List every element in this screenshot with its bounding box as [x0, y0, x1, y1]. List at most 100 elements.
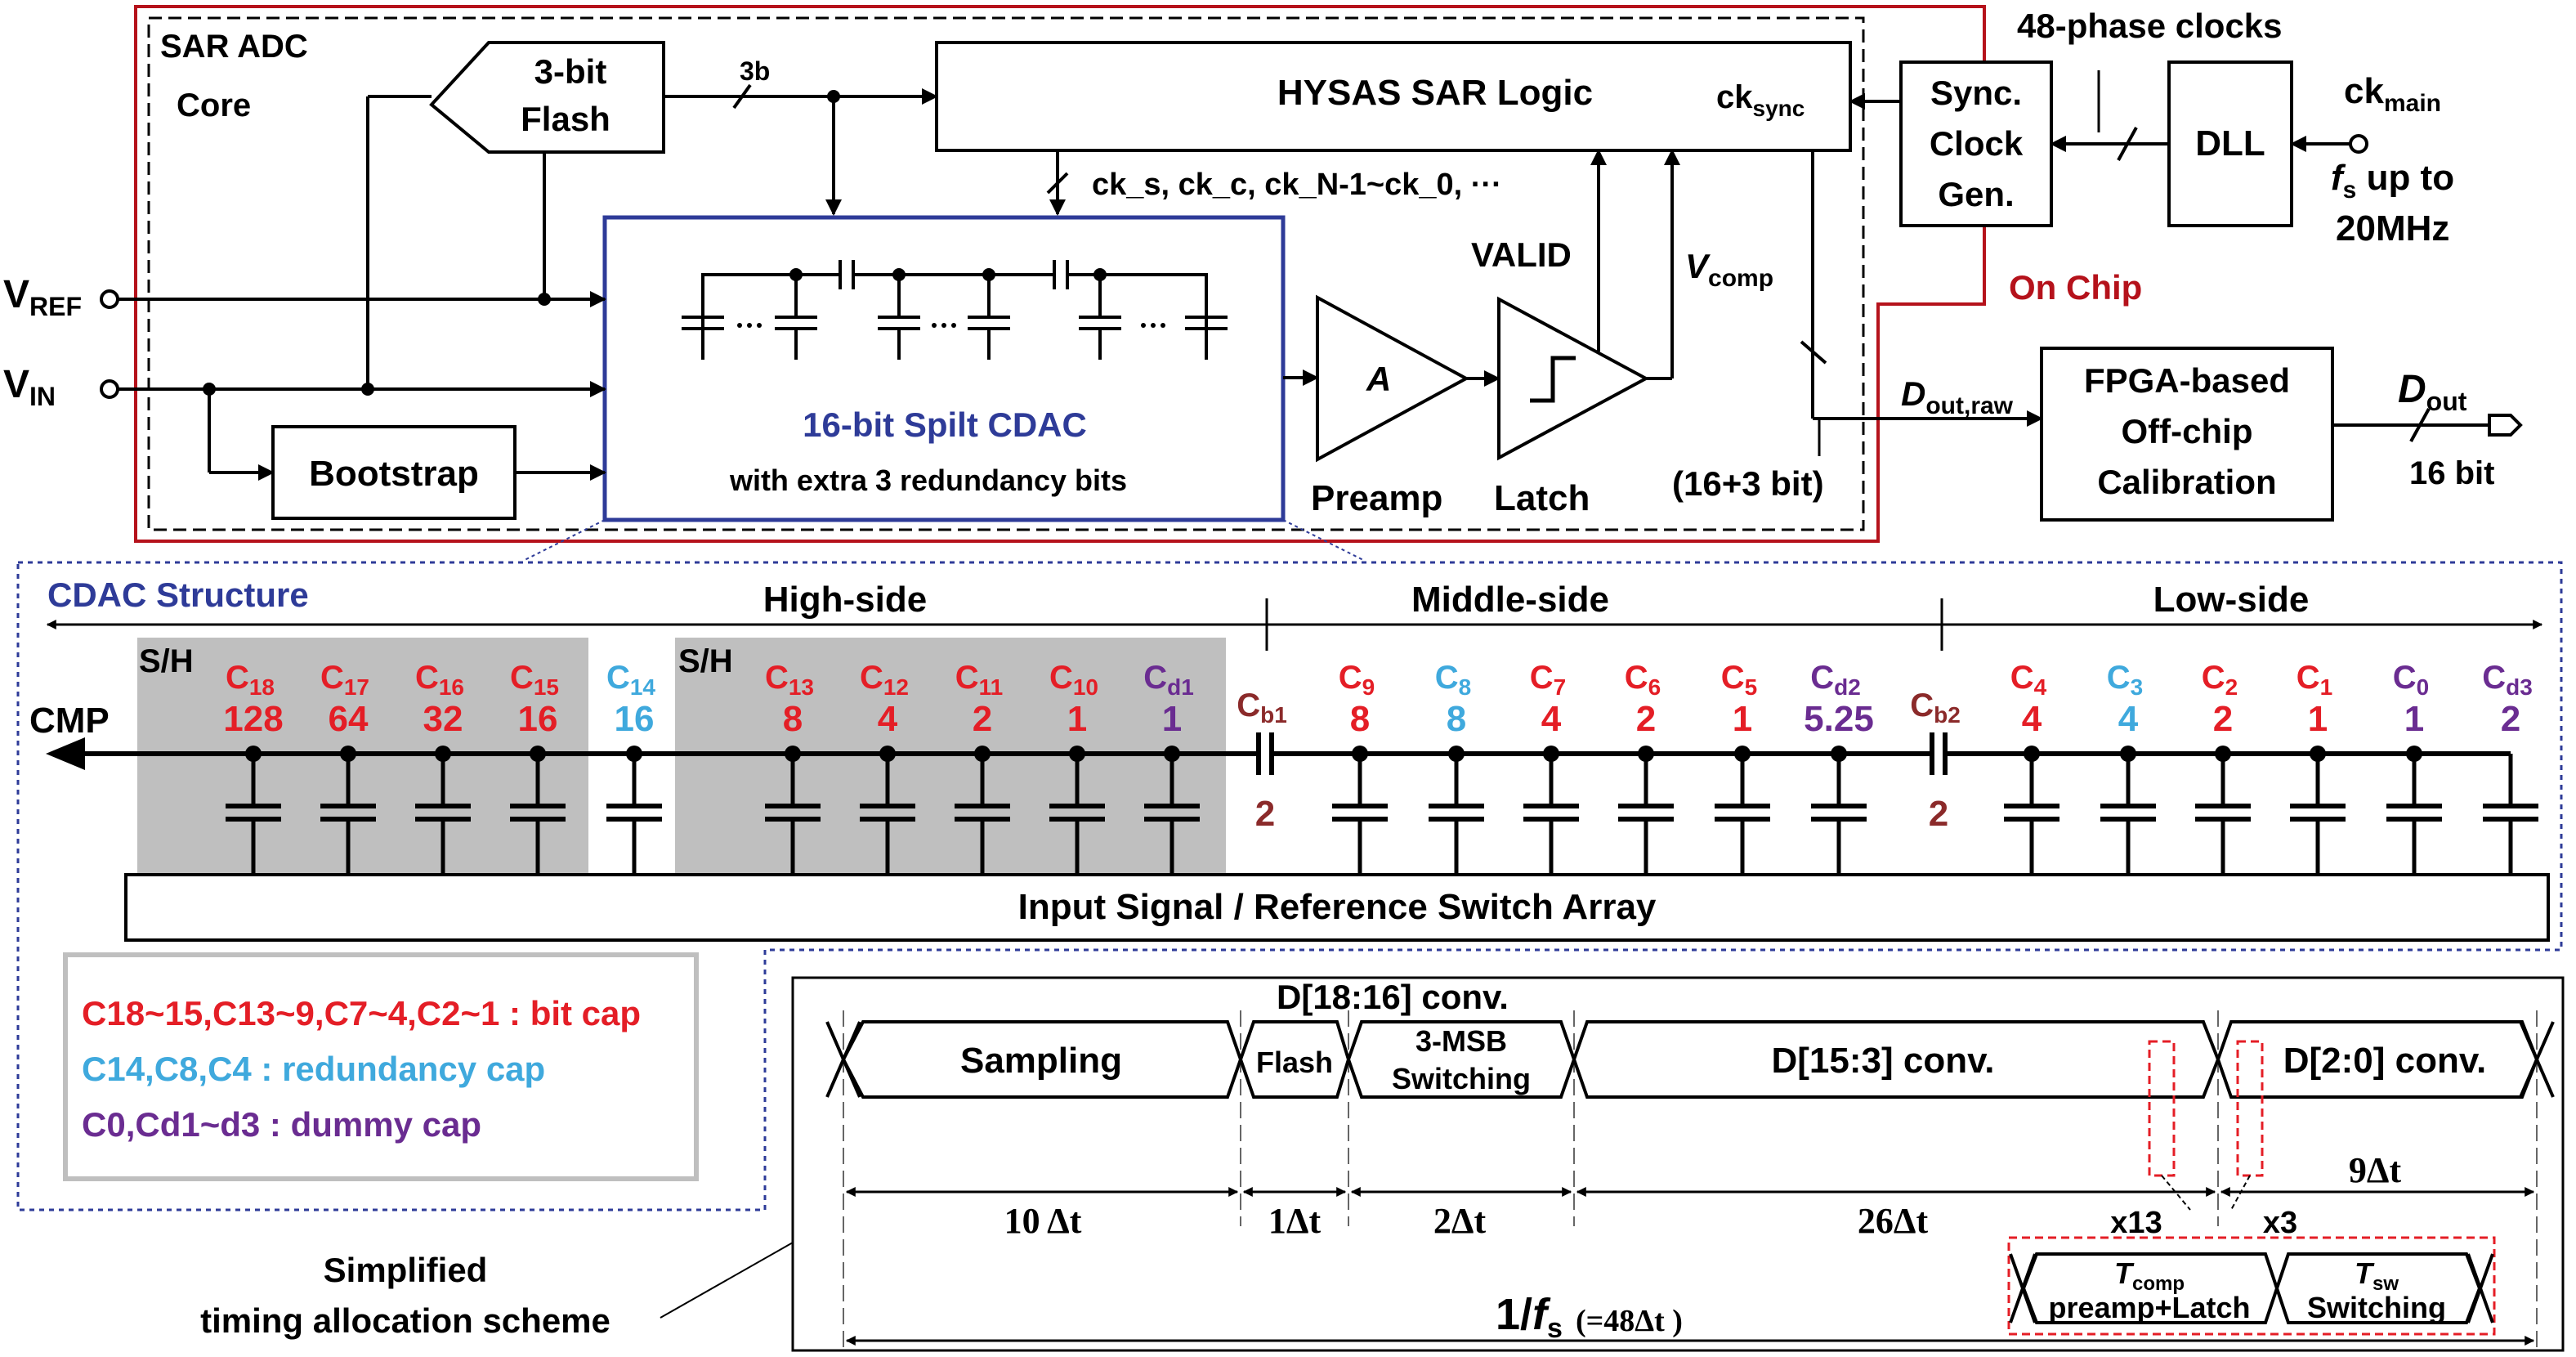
capacitor-label: C0 — [2393, 660, 2429, 700]
clock-section: 48-phase clocks Sync. Clock Gen. DLL ckm… — [1849, 7, 2454, 307]
vin-label: VIN — [3, 363, 56, 411]
sync-label-line1: Sync. — [1930, 74, 2022, 112]
capacitor-label: C4 — [2010, 660, 2047, 700]
capacitor-c3: C34 — [2100, 660, 2156, 875]
sampling-label: Sampling — [960, 1041, 1122, 1081]
capacitor-value: 8 — [1447, 699, 1466, 739]
capacitor-value: 1 — [2308, 699, 2328, 739]
x3-label: x3 — [2263, 1206, 2297, 1240]
capacitor-c0: C01 — [2386, 660, 2442, 875]
cdac-subtitle: with extra 3 redundancy bits — [729, 464, 1127, 497]
capacitor-value: 5.25 — [1804, 699, 1874, 739]
switch-array-label: Input Signal / Reference Switch Array — [1018, 887, 1657, 927]
dur-mid: 26Δt — [1858, 1201, 1929, 1241]
capacitor-c9: C98 — [1332, 660, 1388, 875]
capacitor-label: Cd2 — [1810, 660, 1861, 700]
sh-label-1: S/H — [139, 643, 194, 679]
legend: C18~15,C13~9,C7~4,C2~1 : bit cap C14,C8,… — [63, 952, 699, 1181]
bridge-label: Cb2 — [1910, 687, 1961, 728]
preamp-label: Preamp — [1311, 478, 1442, 518]
capacitor-label: C9 — [1339, 660, 1375, 700]
bridge-capacitor-cb2: Cb2 2 — [1910, 687, 1961, 834]
capacitor-c8: C88 — [1429, 660, 1484, 875]
adc-block-diagram: SAR ADC Core 3-bit Flash HYSAS SAR Logic… — [3, 5, 2043, 543]
ck-signals-label: ck_s, ck_c, ck_N-1~ck_0, ··· — [1092, 168, 1502, 202]
on-chip-label: On Chip — [2009, 268, 2142, 307]
preamp-symbol — [1316, 294, 1470, 463]
tcomp-label-line2: preamp+Latch — [2048, 1291, 2250, 1324]
cdac-structure-title: CDAC Structure — [47, 575, 309, 614]
capacitor-value: 2 — [2213, 699, 2233, 739]
sh-label-2: S/H — [678, 643, 733, 679]
capacitor-label: C18 — [226, 660, 275, 700]
sync-label-line2: Clock — [1930, 124, 2024, 163]
valid-label: VALID — [1471, 235, 1572, 274]
latch-label: Latch — [1494, 478, 1590, 518]
core-label-line1: SAR ADC — [160, 29, 308, 65]
vcomp-label: Vcomp — [1685, 247, 1773, 292]
high-side-label: High-side — [763, 580, 927, 620]
fpga-label-line1: FPGA-based — [2084, 361, 2290, 400]
ck-sync-label: cksync — [1716, 79, 1805, 121]
sync-clock-block — [1899, 60, 2053, 227]
capacitor-value: 64 — [329, 699, 369, 739]
bridge-label: Cb1 — [1237, 687, 1287, 728]
capacitor-label: Cd3 — [2482, 660, 2533, 700]
capacitor-label: C7 — [1530, 660, 1566, 700]
cdac-mini-schematic — [682, 260, 1228, 360]
sync-label-line3: Gen. — [1938, 175, 2014, 213]
switch-array-block — [124, 873, 2550, 942]
tcomp-label: Tcomp — [2114, 1256, 2185, 1295]
dll-label: DLL — [2195, 123, 2265, 163]
on-chip-boundary — [134, 5, 1986, 543]
capacitor-label: C11 — [955, 660, 1004, 700]
capacitor-value: 4 — [2118, 699, 2139, 739]
fs-label-line1: fs up to — [2331, 158, 2454, 204]
cdac-block — [602, 215, 1286, 522]
cmp-label: CMP — [29, 701, 110, 741]
capacitor-label: C6 — [1625, 660, 1661, 700]
preamp-a-label: A — [1366, 360, 1391, 398]
dur-low: 9Δt — [2349, 1150, 2402, 1190]
dout-terminal — [2488, 414, 2523, 437]
bus-3b-label: 3b — [740, 56, 770, 86]
d15-3-label: D[15:3] conv. — [1771, 1041, 1994, 1081]
capacitor-value: 16 — [615, 699, 655, 739]
capacitor-label: C3 — [2107, 660, 2143, 700]
capacitor-c2: C22 — [2195, 660, 2251, 875]
bridge-value: 2 — [1929, 794, 1948, 834]
capacitor-value: 128 — [223, 699, 283, 739]
bridge-value: 2 — [1255, 794, 1275, 834]
capacitor-value: 2 — [2501, 699, 2520, 739]
cdac-structure: CDAC Structure S/H S/H High-side Middle-… — [16, 561, 2563, 1211]
bridge-capacitor-cb1: Cb1 2 — [1237, 687, 1287, 834]
capacitor-label: C15 — [510, 660, 559, 700]
msb-label-line2: Switching — [1392, 1062, 1531, 1095]
x13-label: x13 — [2110, 1206, 2162, 1240]
sar-adc-core-boundary — [147, 16, 1865, 531]
capacitor-label: C17 — [320, 660, 369, 700]
dout-label: Dout — [2398, 368, 2467, 416]
ck-main-label: ckmain — [2344, 71, 2441, 117]
bits-label: (16+3 bit) — [1672, 464, 1824, 503]
d2-0-label: D[2:0] conv. — [2283, 1041, 2487, 1081]
bootstrap-label: Bootstrap — [309, 454, 479, 494]
capacitor-value: 1 — [1733, 699, 1752, 739]
d18-16-label: D[18:16] conv. — [1277, 978, 1509, 1016]
ck-main-terminal — [2349, 134, 2368, 154]
capacitor-c7: C74 — [1523, 660, 1579, 875]
vin-terminal — [100, 379, 119, 399]
capacitor-c5: C51 — [1715, 660, 1770, 875]
dur-flash: 1Δt — [1268, 1201, 1322, 1241]
